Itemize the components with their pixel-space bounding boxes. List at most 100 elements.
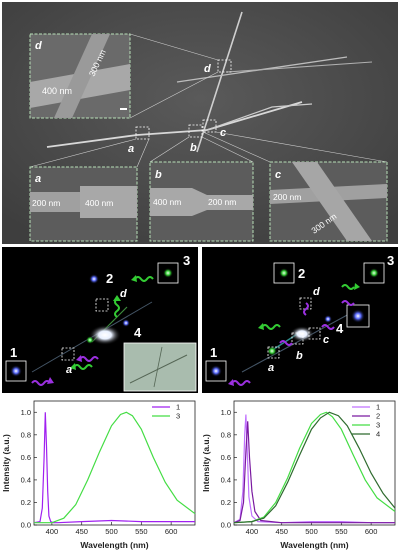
nanowire-long (196, 11, 243, 153)
y-tick-label: 0.0 (221, 521, 231, 530)
scale-bar (120, 108, 127, 110)
arrow-violet-2-right (279, 340, 293, 346)
sem-label-c: c (220, 127, 226, 139)
x-tick-label: 600 (165, 527, 178, 536)
emission-spot-4-right (324, 315, 332, 323)
nanowire-main (46, 101, 303, 148)
box-d-left (95, 298, 109, 312)
series-line-3 (233, 411, 396, 524)
arrow-violet-4-right (341, 300, 355, 306)
y-tick-label: 0.0 (21, 521, 31, 530)
fluorescence-image-right: 1 2 3 4 a b c d (202, 247, 398, 393)
spectrum-chart-right-svg: 400 450 500 550 600 0.0 0.2 0.4 0.6 0.8 1.0Wavelen… (201, 400, 396, 550)
x-tick-label: 550 (135, 527, 148, 536)
arrow-green-a (73, 364, 93, 370)
box-a-left (61, 347, 75, 361)
arrow-green-a-right (261, 324, 281, 330)
inset-d: d 400 nm 300 nm (29, 33, 131, 119)
arrow-violet-2 (79, 356, 99, 362)
nanowire-upper (226, 61, 373, 73)
fluorescence-image-left: 1 2 3 4 a d (2, 247, 198, 393)
inset-c-width-200: 200 nm (273, 192, 301, 202)
fluorescence-panel-left: 1 2 3 4 a d (2, 247, 198, 393)
label-a-left: a (66, 364, 72, 376)
y-tick-label: 1.0 (221, 408, 231, 417)
spectrum-chart-left-svg: 400 450 500 550 600 0.0 0.2 0.4 0.6 0.8 1.0Wavelen… (1, 400, 196, 550)
label-3-left: 3 (183, 253, 190, 268)
y-tick-label: 0.2 (221, 498, 231, 507)
box-c-right (308, 327, 321, 340)
x-tick-label: 500 (105, 527, 118, 536)
label-d-right: d (313, 286, 320, 298)
label-4-left: 4 (134, 325, 142, 340)
x-tick-label: 600 (365, 527, 378, 536)
series-line-4 (233, 411, 396, 524)
x-tick-label: 400 (46, 527, 59, 536)
y-tick-label: 0.2 (21, 498, 31, 507)
x-tick-label: 550 (335, 527, 348, 536)
arrow-violet-c-right (321, 324, 335, 330)
nanowire-branch (206, 103, 313, 131)
sem-label-a: a (128, 143, 134, 155)
sem-image: d a b c d 400 nm 300 nm a 200 nm 400 nm (2, 2, 398, 244)
y-tick-label: 0.4 (21, 475, 31, 484)
series-line-1 (233, 414, 395, 524)
legend-label-3: 3 (376, 421, 380, 430)
box-a-right (267, 346, 280, 359)
box-b-right (291, 332, 304, 345)
series-line-1 (33, 412, 195, 524)
plot-frame (33, 400, 196, 526)
y-tick-label: 0.4 (221, 475, 231, 484)
x-tick-label: 400 (246, 527, 259, 536)
label-2-left: 2 (106, 271, 113, 286)
arrow-violet-1-right (231, 380, 251, 386)
select-box-c (202, 119, 217, 133)
label-b-right: b (296, 350, 303, 362)
x-tick-label: 450 (275, 527, 288, 536)
plot-frame (233, 400, 396, 526)
x-axis-label: Wavelength (nm) (280, 540, 348, 550)
series-line-2 (233, 421, 395, 524)
y-tick-label: 0.8 (21, 430, 31, 439)
label-1-right: 1 (210, 345, 217, 360)
inset-b-width-200: 200 nm (208, 197, 236, 207)
fluorescence-panel-right: 1 2 3 4 a b c d (202, 247, 398, 393)
sem-label-d: d (204, 63, 211, 75)
legend-label-1: 1 (376, 403, 380, 412)
label-c-right: c (323, 334, 329, 346)
inset-a: a 200 nm 400 nm (29, 166, 138, 242)
x-axis-label: Wavelength (nm) (80, 540, 148, 550)
bright-field-inset (123, 342, 197, 392)
y-tick-label: 0.6 (221, 453, 231, 462)
y-tick-label: 1.0 (21, 408, 31, 417)
y-axis-label: Intensity (a.u.) (1, 434, 11, 492)
label-4-right: 4 (336, 321, 344, 336)
y-tick-label: 0.8 (221, 430, 231, 439)
box-d-right (299, 297, 312, 310)
inset-b-width-400: 400 nm (153, 197, 181, 207)
inset-a-width-200: 200 nm (32, 198, 60, 208)
y-tick-label: 0.6 (21, 453, 31, 462)
x-tick-label: 500 (305, 527, 318, 536)
legend-label-3: 3 (176, 412, 180, 421)
emission-spot-2 (89, 274, 99, 284)
sem-image-panel: d a b c d 400 nm 300 nm a 200 nm 400 nm (2, 2, 398, 244)
excitation-spot (89, 325, 121, 345)
legend-label-2: 2 (376, 412, 380, 421)
legend-label-1: 1 (176, 403, 180, 412)
arrow-violet-d-right (303, 302, 309, 316)
arrow-green-3 (134, 276, 154, 282)
inset-c: c 200 nm 300 nm (269, 161, 388, 242)
emission-spot-guide (86, 336, 94, 344)
inset-a-letter: a (35, 173, 41, 185)
excitation-spot-right (290, 326, 314, 342)
y-axis-label: Intensity (a.u.) (201, 434, 211, 492)
x-tick-label: 450 (75, 527, 88, 536)
inset-d-width-400: 400 nm (42, 86, 72, 96)
emission-spot-4 (122, 319, 130, 327)
select-box-a (135, 126, 150, 140)
inset-c-letter: c (275, 169, 281, 181)
inset-b-letter: b (155, 169, 162, 181)
